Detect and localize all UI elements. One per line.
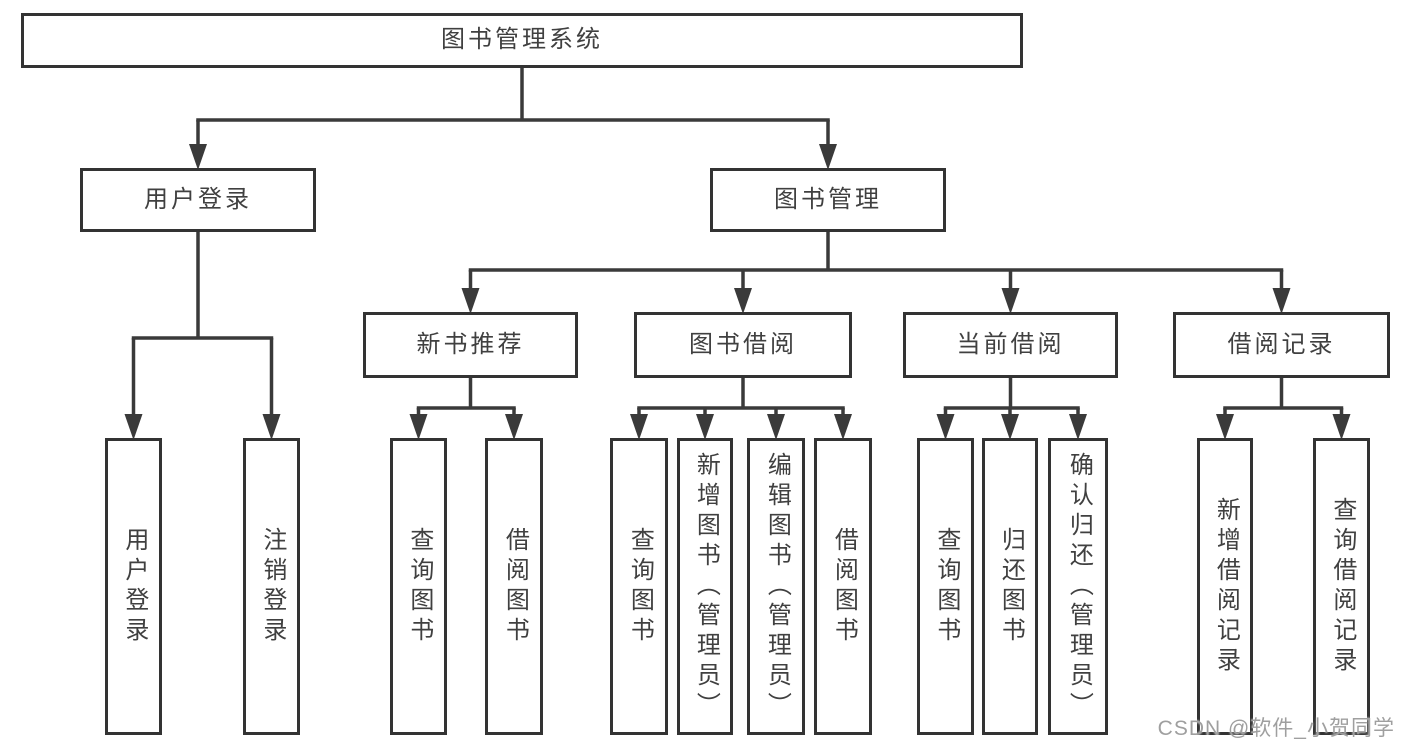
node-leaf-user-login: 用户登录 [105,438,162,735]
arrowhead-icon [834,414,852,440]
node-label: 确认归还（管理员） [1065,451,1093,722]
node-label: 图书借阅 [689,330,797,358]
csdn-watermark: CSDN @软件_小贺同学 [1157,717,1395,740]
node-leaf-query-book-current: 查询图书 [917,438,974,735]
node-leaf-add-book: 新增图书（管理员） [677,438,733,735]
arrowhead-icon [189,144,207,170]
node-leaf-borrow-book-newrec: 借阅图书 [485,438,543,735]
node-leaf-query-book-borrow: 查询图书 [610,438,668,735]
arrowhead-icon [1001,288,1020,314]
arrowhead-icon [262,414,281,440]
node-label: 新书推荐 [416,330,525,358]
node-leaf-borrow-book-borrow: 借阅图书 [814,438,872,735]
node-label: 查询借阅记录 [1328,496,1356,677]
node-label: 查询图书 [626,526,654,647]
node-label: 用户登录 [120,526,148,647]
arrowhead-icon [409,414,428,440]
node-label: 借阅记录 [1227,330,1336,358]
arrowhead-icon [630,414,648,440]
node-root: 图书管理系统 [21,13,1023,68]
arrowhead-icon [505,414,523,440]
node-label: 查询图书 [932,526,960,647]
arrowhead-icon [936,414,955,440]
node-leaf-edit-book: 编辑图书（管理员） [747,438,805,735]
arrowhead-icon [767,414,785,440]
node-book-mgmt: 图书管理 [710,168,946,232]
arrowhead-icon [819,144,837,170]
node-label: 新增图书（管理员） [692,451,720,722]
node-leaf-confirm-return: 确认归还（管理员） [1048,438,1108,735]
arrowhead-icon [1272,288,1291,314]
node-user-login: 用户登录 [80,168,316,232]
node-label: 当前借阅 [956,330,1065,358]
node-leaf-logout: 注销登录 [243,438,300,735]
node-label: 借阅图书 [501,526,529,647]
node-book-borrow: 图书借阅 [634,312,852,378]
node-label: 用户登录 [144,185,252,213]
node-leaf-query-book-newrec: 查询图书 [390,438,447,735]
arrowhead-icon [1216,414,1234,440]
node-new-book-rec: 新书推荐 [363,312,578,378]
node-label: 图书管理系统 [441,26,603,54]
arrowhead-icon [1069,414,1087,440]
node-leaf-return-book: 归还图书 [982,438,1038,735]
node-label: 新增借阅记录 [1212,496,1240,677]
node-label: 编辑图书（管理员） [763,451,791,722]
node-label: 归还图书 [997,526,1025,647]
node-current-borrow: 当前借阅 [903,312,1118,378]
arrowhead-icon [696,414,714,440]
node-leaf-add-record: 新增借阅记录 [1197,438,1253,735]
node-leaf-query-record: 查询借阅记录 [1313,438,1370,735]
node-label: 查询图书 [405,526,433,647]
arrowhead-icon [1332,414,1351,440]
arrowhead-icon [124,414,143,440]
arrowhead-icon [1001,414,1019,440]
node-borrow-record: 借阅记录 [1173,312,1390,378]
arrowhead-icon [734,288,752,314]
node-label: 借阅图书 [830,526,858,647]
arrowhead-icon [461,288,480,314]
node-label: 注销登录 [258,526,286,647]
node-label: 图书管理 [774,185,882,213]
